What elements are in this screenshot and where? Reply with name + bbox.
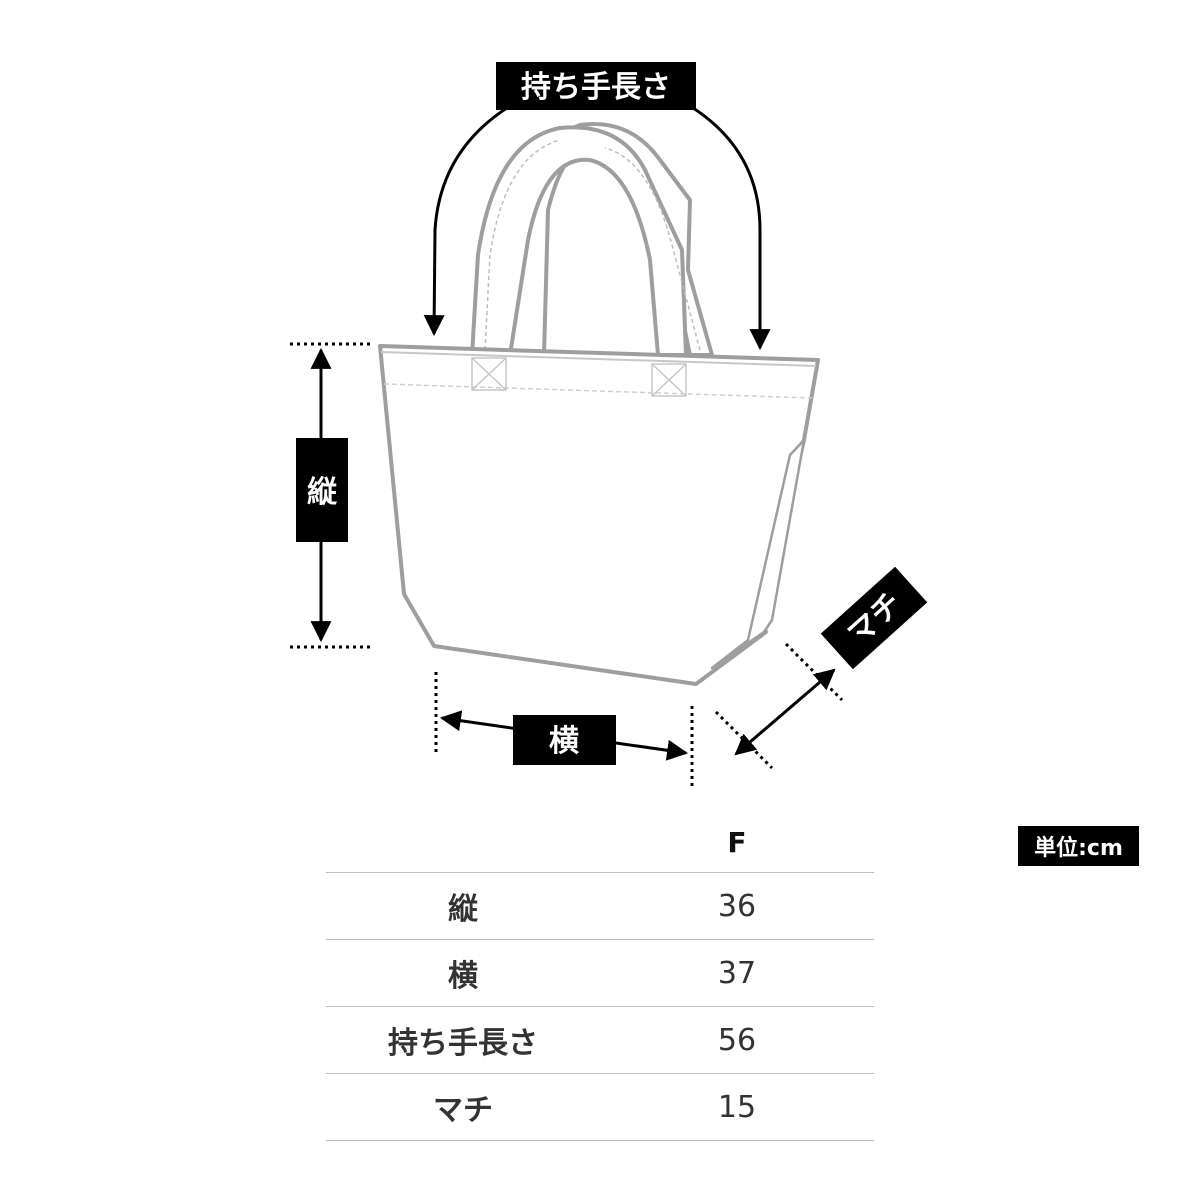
table-row: 持ち手長さ 56 bbox=[326, 1006, 874, 1074]
svg-text:持ち手長さ: 持ち手長さ bbox=[521, 70, 671, 105]
table-row: 横 37 bbox=[326, 939, 874, 1007]
svg-text:横: 横 bbox=[549, 724, 579, 759]
unit-badge: 単位:cm bbox=[1018, 826, 1139, 866]
label-handle-length: 持ち手長さ bbox=[496, 62, 696, 110]
gusset-dimension bbox=[714, 642, 844, 770]
table-header-blank bbox=[326, 812, 600, 873]
label-width: 横 bbox=[513, 715, 616, 765]
row-value: 37 bbox=[600, 939, 874, 1007]
label-gusset: マチ bbox=[820, 566, 928, 670]
size-table: F 縦 36 横 37 持ち手長さ 56 マチ 15 bbox=[326, 812, 874, 1141]
svg-text:縦: 縦 bbox=[307, 475, 338, 510]
table-row: マチ 15 bbox=[326, 1073, 874, 1141]
row-value: 15 bbox=[600, 1073, 874, 1141]
bag-body bbox=[378, 344, 820, 686]
bag-handles bbox=[470, 122, 714, 357]
row-value: 36 bbox=[600, 872, 874, 940]
table-row: 縦 36 bbox=[326, 872, 874, 940]
row-label: 持ち手長さ bbox=[326, 1006, 600, 1074]
row-label: 横 bbox=[326, 939, 600, 1007]
handle-length-arrows bbox=[423, 104, 771, 351]
table-header-size: F bbox=[600, 812, 874, 873]
row-label: 縦 bbox=[326, 872, 600, 940]
label-height: 縦 bbox=[296, 438, 348, 542]
table-header-row: F bbox=[326, 812, 874, 873]
tote-bag-diagram: 持ち手長さ 縦 横 マチ bbox=[290, 62, 928, 788]
row-label: マチ bbox=[326, 1073, 600, 1141]
row-value: 56 bbox=[600, 1006, 874, 1074]
